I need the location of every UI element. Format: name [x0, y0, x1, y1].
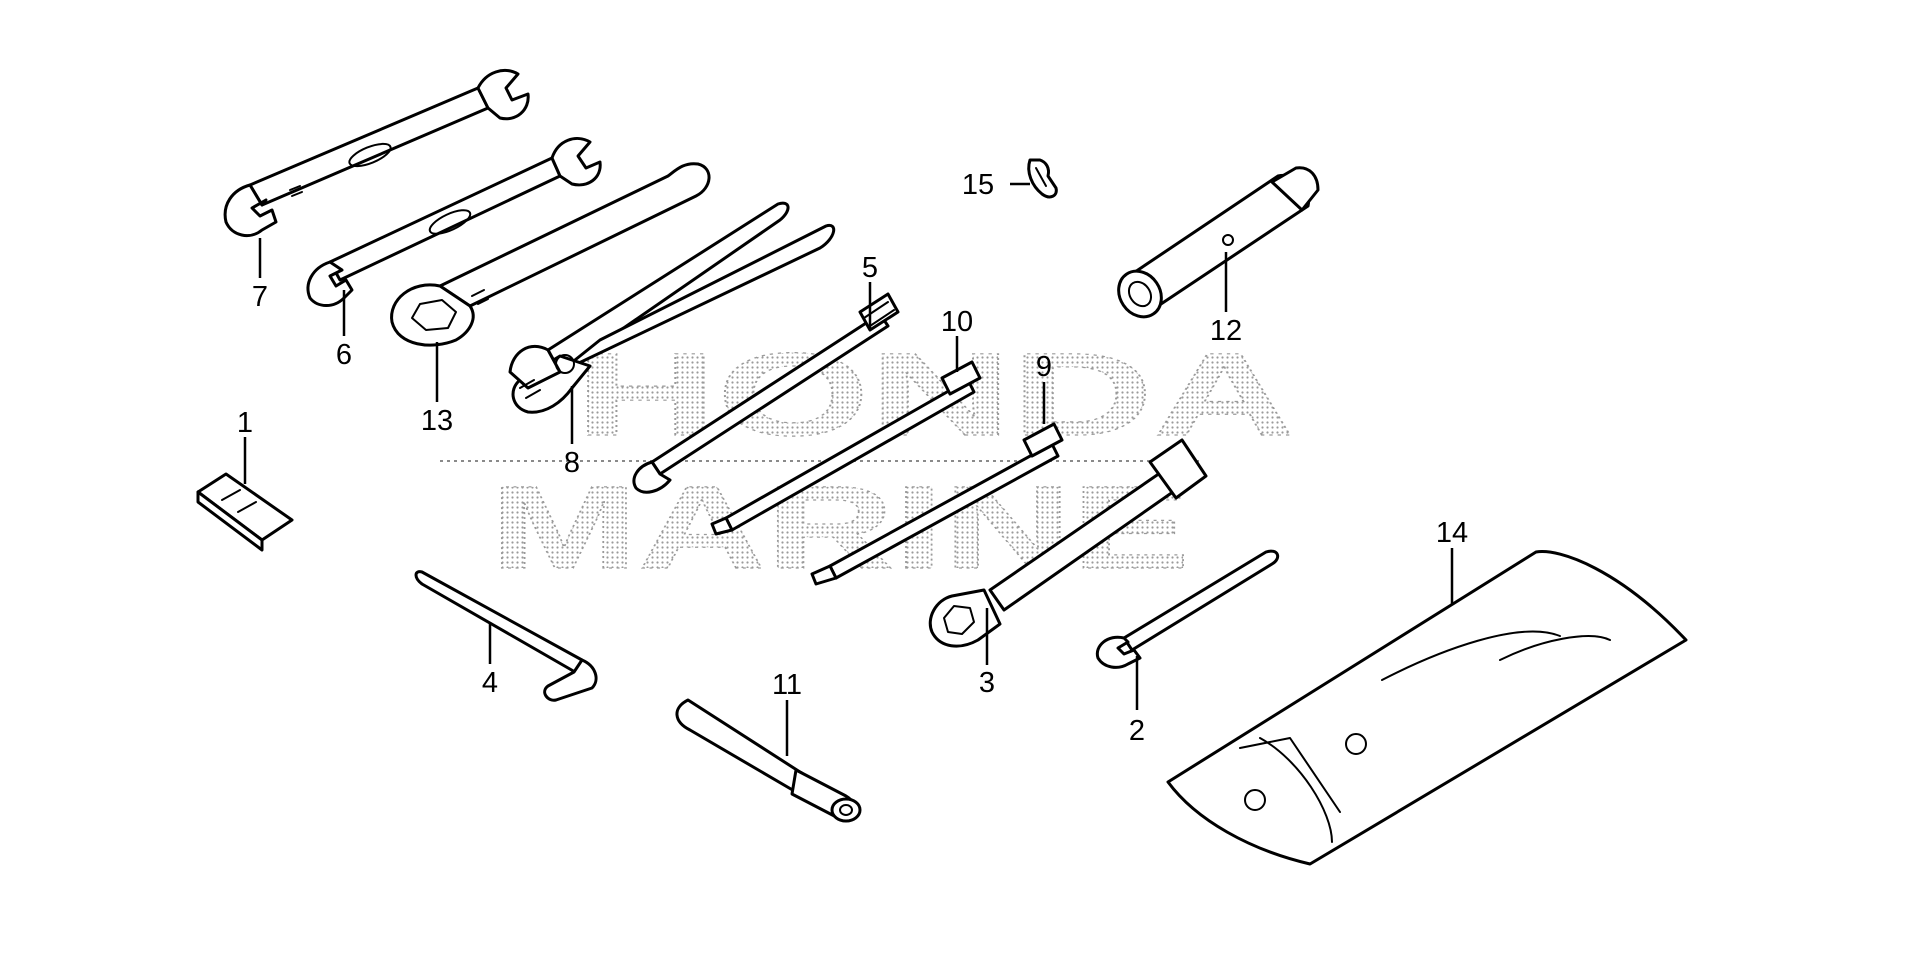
part-9-screwdriver-phillips [810, 422, 1064, 586]
callout-14: 14 [1436, 517, 1468, 549]
callout-15: 15 [962, 169, 994, 201]
callout-12: 12 [1210, 315, 1242, 347]
callout-4: 4 [482, 667, 498, 699]
part-13-ring-wrench [390, 162, 711, 347]
callout-6: 6 [336, 339, 352, 371]
part-6-wrench [306, 137, 602, 307]
callout-5: 5 [862, 252, 878, 284]
callout-8: 8 [564, 447, 580, 479]
part-3-socket-wrench [928, 438, 1208, 648]
part-10-screwdriver-shaft [710, 360, 982, 536]
callout-11: 11 [772, 669, 802, 701]
part-7-wrench [223, 69, 530, 238]
part-15-clip [1027, 158, 1058, 199]
callout-13: 13 [421, 405, 453, 437]
part-12-tube-wrench [1117, 166, 1320, 319]
part-11-handle [675, 698, 862, 823]
part-8-pliers [508, 201, 836, 414]
callout-1: 1 [237, 407, 253, 439]
part-2-small-wrench [1095, 549, 1280, 669]
part-14-tool-bag [1166, 550, 1688, 866]
callout-7: 7 [252, 281, 268, 313]
callout-9: 9 [1036, 351, 1052, 383]
callout-10: 10 [941, 306, 973, 338]
leader-lines [243, 182, 1454, 756]
part-4-hex-key [414, 570, 598, 702]
callout-3: 3 [979, 667, 995, 699]
watermark: HONDA MARINE [440, 328, 1296, 595]
callouts: 1 2 3 4 5 6 7 8 9 10 11 12 13 14 15 [237, 169, 1468, 747]
part-1-connector [196, 472, 294, 552]
callout-2: 2 [1129, 715, 1145, 747]
